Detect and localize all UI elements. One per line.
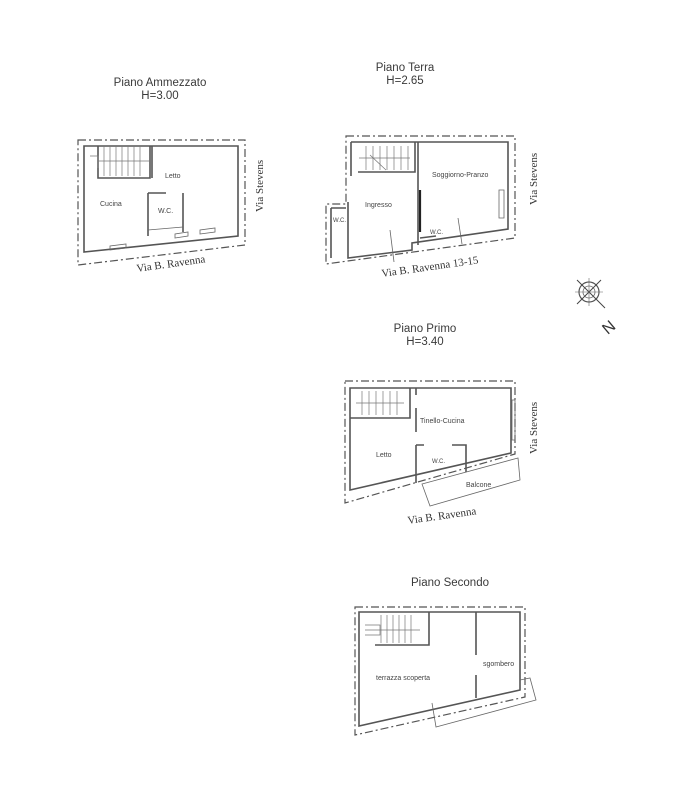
floor-title-primo: Piano Primo H=3.40 [375, 323, 475, 349]
street-label: Via Stevens [528, 402, 540, 454]
floor-name: Piano Ammezzato [113, 77, 207, 89]
room-label: sgombero [483, 661, 514, 668]
compass-rose-icon: N [575, 278, 619, 338]
room-label: Balcone [466, 482, 491, 489]
floor-height: H=3.00 [141, 90, 179, 102]
floor-title-terra: Piano Terra H=2.65 [355, 62, 455, 88]
room-label: Letto [376, 452, 392, 459]
floor-plan-primo: Tinello-Cucina Letto W.C. Balcone Via St… [344, 380, 540, 527]
floor-name: Piano Secondo [410, 577, 489, 589]
room-label: Tinello-Cucina [420, 418, 465, 425]
street-label: Via Stevens [254, 160, 266, 212]
room-label: Ingresso [365, 202, 392, 209]
room-label: W.C. [158, 208, 173, 215]
room-label: W.C. [432, 459, 445, 465]
floor-title-secondo: Piano Secondo [395, 577, 505, 590]
room-label: W.C. [333, 218, 346, 224]
street-label: Via B. Ravenna [407, 505, 477, 527]
floor-title-ammezzato: Piano Ammezzato H=3.00 [100, 77, 220, 103]
street-label: Via Stevens [528, 153, 540, 205]
floor-name: Piano Primo [393, 323, 457, 335]
room-label: Cucina [100, 201, 122, 208]
floor-plan-terra: Soggiorno-Pranzo Ingresso W.C. W.C. Via … [325, 135, 540, 280]
street-label: Via B. Ravenna 13-15 [381, 254, 480, 280]
room-label: Letto [165, 173, 181, 180]
room-label: W.C. [430, 230, 443, 236]
floor-plan-ammezzato: Letto Cucina W.C. Via Stevens Via B. Rav… [77, 139, 266, 275]
room-label: Soggiorno-Pranzo [432, 172, 489, 179]
north-label: N [599, 318, 619, 338]
floor-plan-secondo: terrazza scoperta sgombero [354, 606, 537, 736]
floor-height: H=2.65 [386, 75, 424, 87]
floor-name: Piano Terra [375, 62, 435, 74]
floor-height: H=3.40 [406, 336, 444, 348]
room-label: terrazza scoperta [376, 675, 430, 682]
